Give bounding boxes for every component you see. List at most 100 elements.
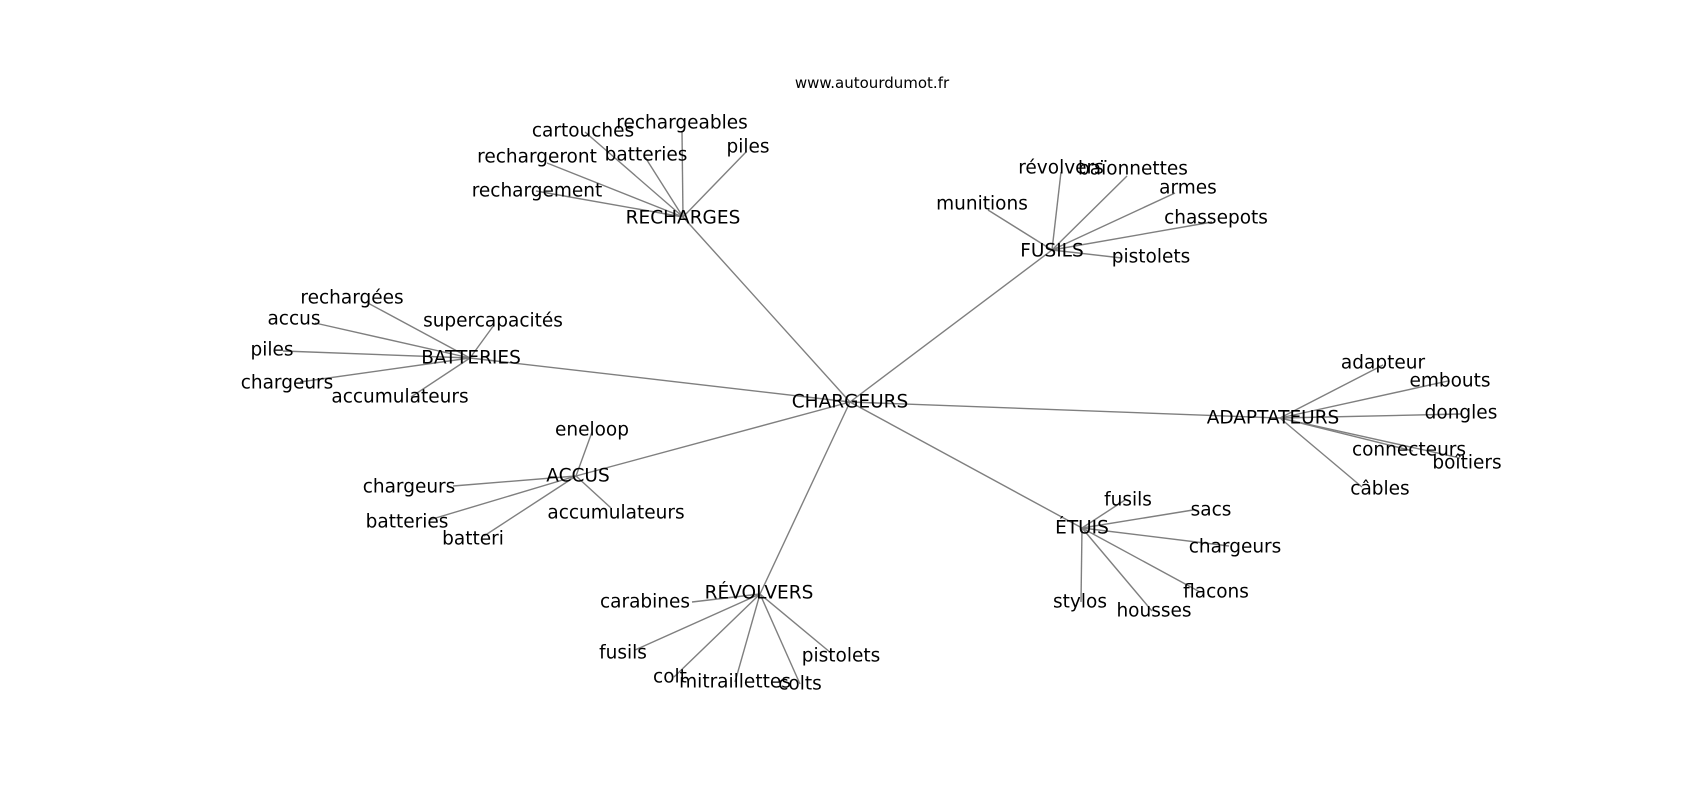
- word-node-etuis: stylos: [1053, 592, 1107, 613]
- edge-fusils-word: [1051, 175, 1128, 251]
- word-node-etuis: sacs: [1191, 500, 1232, 521]
- edge-etuis-word: [1081, 527, 1201, 593]
- cluster-node-fusils: FUSILS: [1020, 241, 1083, 262]
- word-node-etuis: chargeurs: [1189, 537, 1282, 558]
- edge-batteries-word: [365, 301, 471, 359]
- word-node-adaptateurs: câbles: [1350, 479, 1409, 500]
- word-node-fusils: chassepots: [1164, 208, 1268, 229]
- edge-root-etuis: [849, 401, 1083, 529]
- edge-accus-word: [452, 475, 577, 487]
- word-node-accus: accumulateurs: [547, 503, 684, 524]
- cluster-node-accus: ACCUS: [546, 466, 609, 487]
- cluster-node-batteries: BATTERIES: [421, 348, 521, 369]
- edge-recharges-word: [546, 162, 684, 218]
- edge-accus-word: [428, 475, 577, 521]
- word-node-revolvers: carabines: [600, 592, 690, 613]
- edge-fusils-word: [1051, 171, 1062, 251]
- edge-fusils-word: [1051, 249, 1123, 259]
- word-node-batteries: chargeurs: [241, 373, 334, 394]
- edge-revolvers-word: [759, 593, 832, 654]
- cluster-node-adaptateurs: ADAPTATEURS: [1207, 408, 1340, 429]
- cluster-node-recharges: RECHARGES: [626, 208, 741, 229]
- edge-revolvers-word: [759, 593, 801, 685]
- edge-recharges-word: [584, 131, 684, 218]
- edge-fusils-word: [1051, 192, 1176, 251]
- edge-adaptateurs-word: [1279, 413, 1462, 419]
- edge-batteries-word: [299, 357, 471, 383]
- word-node-recharges: rechargeront: [477, 147, 597, 168]
- word-node-revolvers: colts: [778, 674, 822, 695]
- word-node-batteries: rechargées: [300, 288, 403, 309]
- edge-etuis-word: [1081, 509, 1194, 529]
- word-node-accus: eneloop: [555, 420, 629, 441]
- edge-accus-word: [575, 431, 593, 477]
- edge-recharges-word: [681, 131, 684, 218]
- word-node-etuis: housses: [1116, 601, 1191, 622]
- edge-batteries-word: [314, 322, 471, 359]
- edge-adaptateurs-word: [1279, 417, 1363, 488]
- cluster-node-revolvers: RÉVOLVERS: [705, 582, 814, 604]
- word-node-revolvers: colt: [653, 667, 687, 688]
- word-node-adaptateurs: connecteurs: [1352, 440, 1466, 461]
- word-node-adaptateurs: adapteur: [1341, 353, 1426, 374]
- cluster-node-etuis: ÉTUIS: [1055, 517, 1109, 539]
- edge-accus-word: [575, 475, 612, 509]
- word-node-recharges: batteries: [605, 145, 688, 166]
- word-node-batteries: piles: [250, 340, 293, 361]
- edges-layer: [282, 131, 1462, 685]
- word-node-recharges: cartouches: [532, 121, 634, 142]
- edge-etuis-word: [1081, 527, 1230, 547]
- edge-etuis-word: [1081, 499, 1126, 529]
- word-node-recharges: rechargeables: [616, 113, 747, 134]
- edge-revolvers-word: [634, 593, 761, 651]
- word-node-revolvers: fusils: [599, 643, 647, 664]
- root-node-label: CHARGEURS: [792, 392, 909, 413]
- word-node-etuis: flacons: [1183, 582, 1249, 603]
- edge-batteries-word: [282, 350, 471, 359]
- edge-root-revolvers: [759, 401, 851, 595]
- edge-root-fusils: [849, 249, 1053, 403]
- word-node-etuis: fusils: [1104, 490, 1152, 511]
- word-node-fusils: révolvers: [1018, 158, 1104, 179]
- word-node-adaptateurs: dongles: [1425, 403, 1498, 424]
- edge-root-accus: [575, 401, 851, 477]
- edge-revolvers-word: [691, 593, 761, 603]
- word-node-recharges: rechargement: [472, 181, 603, 202]
- word-node-adaptateurs: boîtiers: [1432, 453, 1501, 474]
- edge-revolvers-word: [734, 593, 761, 683]
- word-node-accus: batteries: [366, 512, 449, 533]
- edge-batteries-word: [410, 357, 471, 398]
- edge-root-adaptateurs: [849, 401, 1281, 419]
- edge-accus-word: [483, 475, 577, 537]
- edge-recharges-word: [535, 190, 684, 218]
- word-node-fusils: pistolets: [1112, 247, 1191, 268]
- word-node-recharges: piles: [726, 137, 769, 158]
- edge-adaptateurs-word: [1279, 417, 1461, 459]
- site-url: www.autourdumot.fr: [795, 74, 950, 92]
- word-node-batteries: supercapacités: [423, 311, 563, 332]
- word-node-fusils: armes: [1159, 178, 1217, 199]
- word-node-batteries: accumulateurs: [331, 387, 468, 408]
- word-node-fusils: baïonnettes: [1078, 159, 1188, 180]
- edge-batteries-word: [469, 324, 495, 359]
- word-node-revolvers: pistolets: [802, 646, 881, 667]
- edge-root-batteries: [469, 357, 851, 403]
- word-node-revolvers: mitraillettes: [679, 672, 791, 693]
- edge-root-recharges: [682, 216, 851, 403]
- word-node-accus: batteri: [442, 529, 504, 550]
- word-node-adaptateurs: embouts: [1409, 371, 1490, 392]
- edge-adaptateurs-word: [1279, 364, 1384, 419]
- edge-revolvers-word: [673, 593, 761, 678]
- edge-adaptateurs-word: [1279, 380, 1449, 419]
- word-node-fusils: munitions: [936, 194, 1028, 215]
- edge-fusils-word: [987, 209, 1053, 251]
- edge-fusils-word: [1051, 221, 1213, 251]
- edge-recharges-word: [682, 151, 747, 218]
- edge-etuis-word: [1081, 527, 1153, 612]
- edge-etuis-word: [1080, 527, 1083, 603]
- labels-layer: CHARGEURS RECHARGES rechargeablescartouche…: [241, 113, 1502, 695]
- word-node-accus: chargeurs: [363, 477, 456, 498]
- word-node-batteries: accus: [267, 309, 320, 330]
- edge-recharges-word: [644, 156, 684, 218]
